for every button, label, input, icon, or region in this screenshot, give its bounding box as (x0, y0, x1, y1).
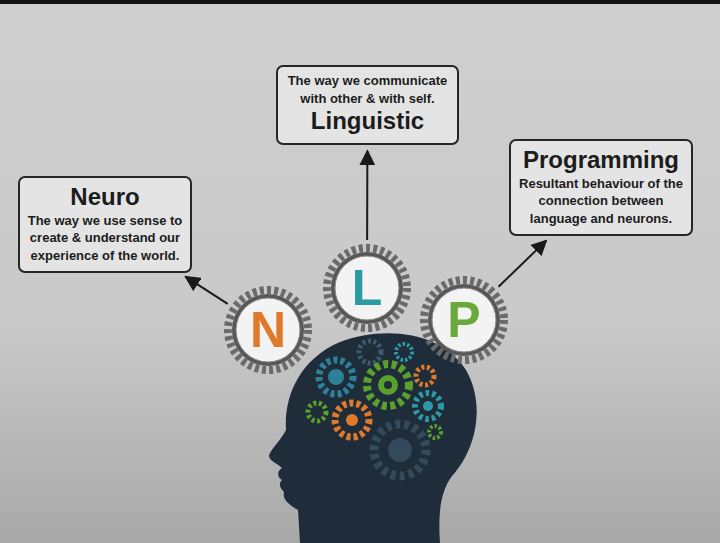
top-strip (0, 0, 720, 4)
text-box: ProgrammingResultant behaviour of the co… (509, 139, 693, 236)
box-heading: Neuro (27, 183, 183, 212)
gear-letter: L (352, 263, 383, 313)
brain-gears (308, 341, 441, 476)
box-description: The way we use sense to create & underst… (27, 212, 183, 265)
arrow-connector (499, 241, 547, 287)
box-heading: Programming (518, 146, 684, 175)
head-silhouette (269, 333, 477, 543)
arrow-connector (366, 151, 368, 240)
arrow-connector (185, 277, 227, 304)
gear-letter: P (447, 295, 480, 345)
gear-circle: P (419, 275, 509, 365)
text-box: The way we communicate with other & with… (276, 65, 459, 145)
gear-letter: N (250, 305, 286, 355)
gear-circle: L (322, 243, 412, 333)
box-description: Resultant behaviour of the connection be… (518, 175, 684, 228)
gear-circle: N (223, 285, 313, 375)
box-heading: Linguistic (285, 107, 450, 136)
box-description: The way we communicate with other & with… (285, 72, 450, 107)
text-box: NeuroThe way we use sense to create & un… (18, 176, 192, 273)
